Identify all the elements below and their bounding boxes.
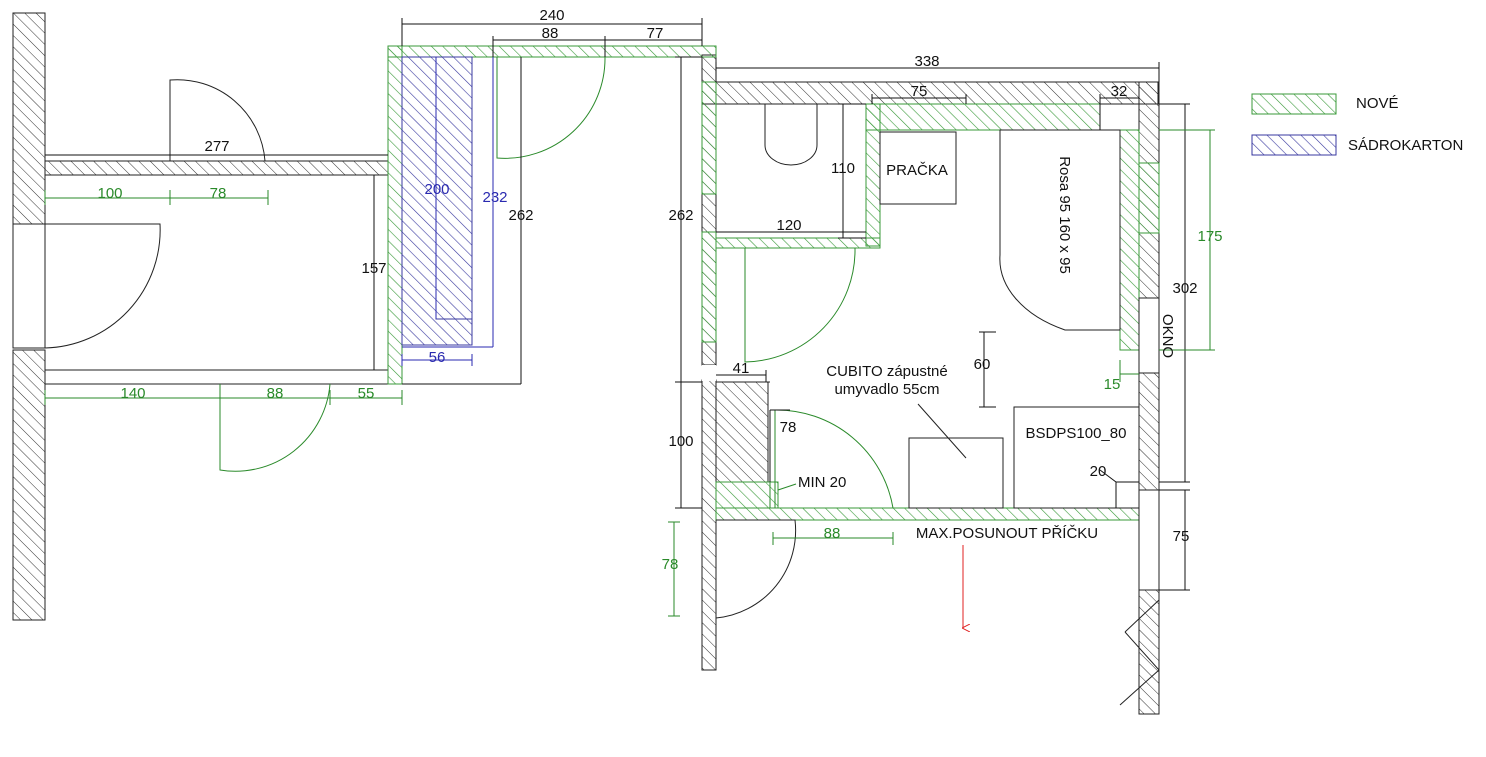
door-leaf-right [1124,599,1160,633]
min-label: MIN 20 [798,474,846,491]
legend-swatch-new [1251,93,1337,115]
dim-157: 157 [361,260,386,277]
dimension-lines [44,18,1215,617]
dim-55: 55 [358,385,375,402]
new-wall-right-bath [1119,129,1140,351]
bathtub-outline [999,129,1121,331]
dim-15: 15 [1104,376,1121,393]
door-swing-bottom [715,519,797,619]
dim-200: 200 [424,181,449,198]
dim-302: 302 [1172,280,1197,297]
dim-240: 240 [539,7,564,24]
dim-100-mid: 100 [668,433,693,450]
dim-77: 77 [647,25,664,42]
dim-32: 32 [1111,83,1128,100]
legend: NOVÉ SÁDROKARTON [1251,93,1463,156]
dim-41: 41 [733,360,750,377]
dimension-texts: 240 88 77 338 75 32 277 100 78 200 232 2… [97,7,1222,573]
dim-175: 175 [1197,228,1222,245]
dim-88-bottom: 88 [824,525,841,542]
new-wall-bath-top [865,103,1101,131]
door-gap-left [12,223,46,349]
sink-label-line2: umyvadlo 55cm [834,381,939,398]
door-swing-corridor-top [169,79,266,162]
shower-label: BSDPS100_80 [1026,425,1127,442]
door-swing-wc [744,247,856,363]
new-walls [387,45,1160,521]
dim-100-left: 100 [97,185,122,202]
new-wall-chimney-bottom [715,481,779,509]
sink-label-line1: CUBITO zápustné [826,363,947,380]
doors [44,56,1160,706]
dim-75-top: 75 [911,83,928,100]
dim-75-right: 75 [1173,528,1190,545]
door-swing-corridor-bottom [219,383,331,472]
dim-110: 110 [831,160,855,177]
legend-label-drywall: SÁDROKARTON [1348,137,1463,154]
washer-label: PRAČKA [886,162,948,179]
dim-140: 140 [120,385,145,402]
dim-120: 120 [776,217,801,234]
wall-corridor-bottom [44,369,389,385]
dim-88-top: 88 [542,25,559,42]
sink-leader [917,403,967,459]
dim-232: 232 [482,189,507,206]
window-label: OKNO [1159,314,1176,358]
dim-338: 338 [914,53,939,70]
dim-78-left: 78 [210,185,227,202]
dim-20: 20 [1090,463,1107,480]
warning-label: MAX.POSUNOUT PŘÍČKU [916,525,1098,542]
new-wall-window-niche [1138,162,1160,234]
new-wall-left-hall [387,45,403,385]
door-gap-mid [702,365,716,381]
door-swing-left [44,223,161,349]
new-wall-wc-bottom [715,237,881,249]
door-leaf-right-2 [1124,631,1160,671]
window-box [1138,297,1160,374]
new-wall-wc-right [865,103,881,247]
wall-chimney [715,381,769,483]
dim-78-mid: 78 [780,419,797,436]
dim-60: 60 [974,356,991,373]
openings [12,223,1160,591]
drywall-wardrobe [401,56,473,346]
wall-left-lower [12,349,46,621]
dim-262-left: 262 [508,207,533,224]
wall-corridor-top [44,160,389,176]
door-gap-right [1138,489,1160,591]
new-wall-bath-bottom [715,507,1140,521]
legend-swatch-drywall [1251,134,1337,156]
new-wall-mid-2 [701,231,717,343]
wall-mid-lower [701,379,717,671]
dim-78-bottom: 78 [662,556,679,573]
bathtub-label: Rosa 95 160 x 95 [1056,156,1073,274]
toilet [764,104,818,166]
dim-262-mid: 262 [668,207,693,224]
legend-label-new: NOVÉ [1356,95,1399,112]
door-swing-hall [496,56,606,159]
new-wall-mid-1 [701,81,717,195]
dim-88-bottom-left: 88 [267,385,284,402]
door-swing-bath [774,409,894,509]
wall-bath-top [701,81,1159,105]
door-leaf-right-3 [1119,669,1160,706]
new-wall-top-hall [387,45,717,58]
dim-56: 56 [429,349,446,366]
fixtures [716,104,1140,509]
sink-box [908,437,1004,509]
labels: PRAČKA Rosa 95 160 x 95 CUBITO zápustné … [798,156,1176,542]
dim-277: 277 [204,138,229,155]
shower-box [1013,406,1140,509]
drywall-elements [401,56,473,346]
washer-box [879,131,957,205]
